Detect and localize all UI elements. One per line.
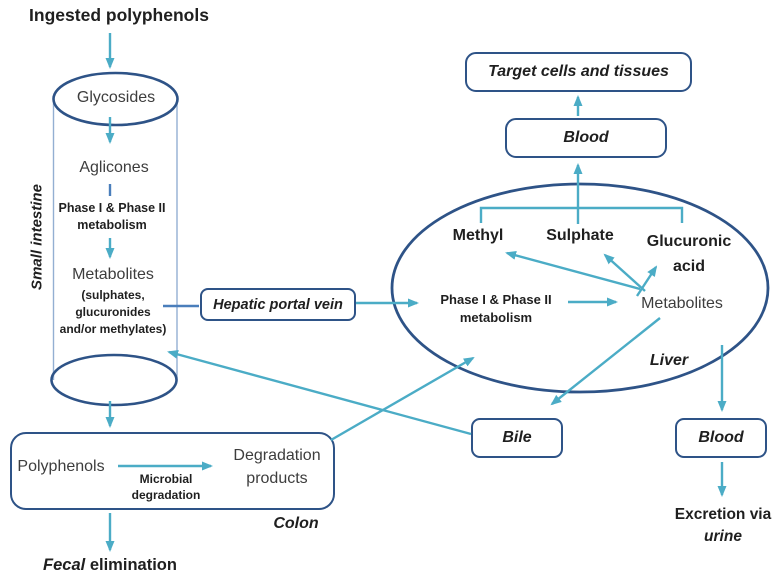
blood-lower-box: Blood [675,418,767,458]
glycosides-label: Glycosides [76,89,156,106]
phase-liver-line1: Phase I & Phase II [440,292,552,307]
arrow-metabolites-to-sulphate [603,253,646,292]
hepatic-portal-vein-label: Hepatic portal vein [213,296,343,313]
forms-line1: (sulphates, [81,288,145,302]
metabolites-si-label: Metabolites [72,266,154,283]
arrow-bile-to-intestine [167,350,472,436]
microbial-line2: degradation [131,488,201,502]
blood-lower-label: Blood [698,429,744,446]
target-cells-label: Target cells and tissues [488,63,669,80]
small-intestine-bottom-ellipse [50,353,178,407]
fecal-elimination-label: Fecal elimination [43,556,177,575]
degradation-line1: Degradation [233,447,321,464]
fecal-word: Fecal [43,556,86,574]
arrow-metabolites-to-bile [550,317,661,406]
colon-organ-label: Colon [273,515,319,532]
phase-metabolism-si-label: Phase I & Phase II metabolism [59,200,166,234]
page-title: Ingested polyphenols [29,5,209,25]
elimination-word: elimination [85,556,177,574]
glucuronic-line2: acid [672,258,706,275]
conjugates-bracket [479,206,684,223]
metabolites-forms-label: (sulphates, glucuronides and/or methylat… [60,287,167,338]
liver-organ-label: Liver [649,352,689,369]
forms-line2: glucuronides [75,305,151,319]
forms-line3: and/or methylates) [59,322,167,336]
target-cells-box: Target cells and tissues [465,52,692,92]
bile-label: Bile [502,429,532,446]
blood-upper-box: Blood [505,118,667,158]
bile-box: Bile [471,418,563,458]
aglicones-label: Aglicones [79,159,149,176]
arrow-metabolites-to-methyl [505,251,641,291]
microbial-line1: Microbial [139,472,193,486]
glucuronic-line1: Glucuronic [646,233,732,250]
polyphenols-label: Polyphenols [17,458,105,475]
degradation-line2: products [246,470,308,487]
blood-upper-label: Blood [563,129,609,146]
phase-liver-line2: metabolism [459,310,533,325]
excretion-line2: urine [704,528,742,545]
glucuronic-acid-label: Glucuronic acid [647,229,731,279]
excretion-label: Excretion via urine [675,504,772,548]
phase-si-line1: Phase I & Phase II [58,201,166,215]
degradation-products-label: Degradation products [233,444,320,490]
arrow-degradation-to-liver [330,356,475,442]
sulphate-label: Sulphate [546,227,614,244]
microbial-degradation-label: Microbial degradation [132,471,201,503]
phase-si-line2: metabolism [77,218,147,232]
metabolites-liver-label: Metabolites [641,295,723,312]
methyl-label: Methyl [452,227,504,244]
liver-ellipse [390,182,770,394]
hepatic-portal-vein-box: Hepatic portal vein [200,288,356,321]
phase-metabolism-liver-label: Phase I & Phase II metabolism [440,291,551,327]
excretion-line1: Excretion via [674,506,772,523]
small-intestine-organ-label: Small intestine [28,184,46,290]
